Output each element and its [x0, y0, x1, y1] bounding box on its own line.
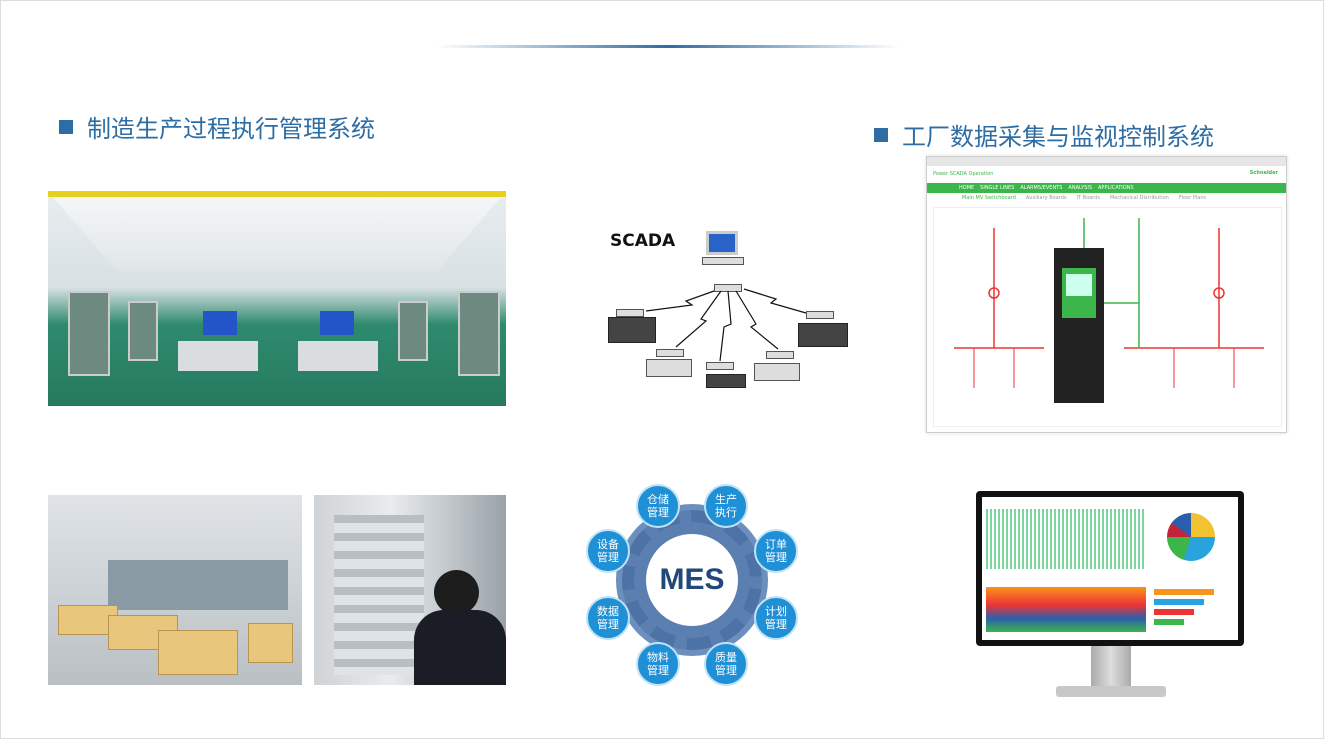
mes-module: 物料 管理 [636, 642, 680, 686]
bullet-square-icon [874, 127, 888, 142]
nav-home[interactable]: HOME [959, 185, 975, 191]
scada-label: SCADA [610, 231, 676, 251]
nav-single-lines[interactable]: SINGLE LINES [980, 185, 1015, 191]
cabinet-training-photo [314, 495, 506, 685]
lab-photo [48, 495, 302, 685]
vendor-logo: Schneider [1249, 170, 1278, 176]
subnav-item[interactable]: Main MV Switchboard [962, 195, 1016, 201]
mes-center-label: MES [646, 534, 738, 626]
pie-chart-icon [1167, 513, 1215, 561]
mes-module: 生产 执行 [704, 484, 748, 528]
scada-software-screenshot: Power SCADA Operation Schneider HOME SIN… [926, 156, 1287, 433]
single-line-diagram [933, 207, 1282, 427]
mes-module: 设备 管理 [586, 529, 630, 573]
mes-module: 质量 管理 [704, 642, 748, 686]
scada-subnav: Main MV Switchboard Auxiliary Boards IT … [927, 193, 1286, 203]
scada-network-diagram: SCADA [606, 229, 851, 389]
computer-icon [706, 231, 738, 255]
subnav-item[interactable]: Mechanical Distribution [1109, 195, 1169, 201]
subnav-item[interactable]: IT Boards [1076, 195, 1100, 201]
monitor-stand [1091, 646, 1131, 688]
subnav-item[interactable]: Floor Plans [1178, 195, 1207, 201]
mes-module-diagram: MES 仓储 管理 生产 执行 订单 管理 计划 管理 质量 管理 物料 管理 … [584, 484, 801, 686]
nav-applications[interactable]: APPLICATIONS [1098, 185, 1134, 191]
monitor-base [1056, 686, 1166, 697]
gear-icon: MES [622, 510, 762, 650]
training-room-photo [48, 191, 506, 406]
monitor-dashboard-image [976, 491, 1244, 646]
header-divider [436, 45, 901, 48]
mes-module: 计划 管理 [754, 596, 798, 640]
scada-brand: Power SCADA Operation [933, 171, 994, 177]
scada-nav: HOME SINGLE LINES ALARMS/EVENTS ANALYSIS… [927, 183, 1286, 193]
subnav-item[interactable]: Auxiliary Boards [1025, 195, 1067, 201]
nav-analysis[interactable]: ANALYSIS [1068, 185, 1093, 191]
right-section-title: 工厂数据采集与监视控制系统 [874, 117, 1214, 152]
right-title-text: 工厂数据采集与监视控制系统 [902, 123, 1214, 151]
mes-module: 订单 管理 [754, 529, 798, 573]
bullet-square-icon [59, 119, 73, 134]
mes-module: 数据 管理 [586, 596, 630, 640]
left-section-title: 制造生产过程执行管理系统 [59, 109, 375, 144]
mes-module: 仓储 管理 [636, 484, 680, 528]
nav-alarms[interactable]: ALARMS/EVENTS [1020, 185, 1063, 191]
left-title-text: 制造生产过程执行管理系统 [87, 115, 375, 143]
